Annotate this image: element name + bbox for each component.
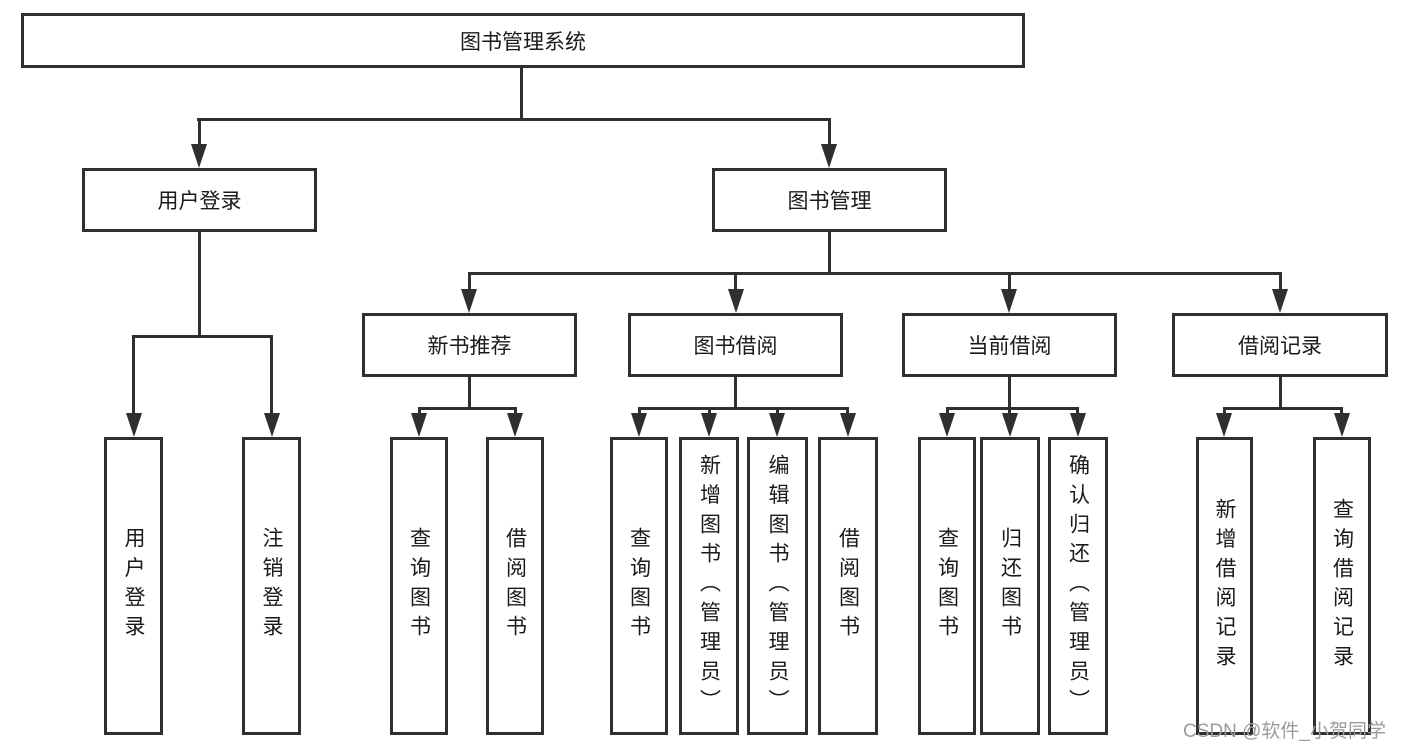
leaf-confirm-return-admin: 确认归还（管理员） <box>1048 437 1108 735</box>
node-book-borrowing-label: 图书借阅 <box>693 335 778 358</box>
connector-drop <box>1076 407 1079 417</box>
leaf-label: 查询图书 <box>407 527 431 645</box>
arrowhead <box>769 413 785 437</box>
leaf-borrow-books: 借阅图书 <box>818 437 878 735</box>
leaf-logout: 注销登录 <box>242 437 301 735</box>
connector-branch <box>638 407 849 410</box>
leaf-user-login: 用户登录 <box>104 437 163 735</box>
leaf-label: 查询图书 <box>935 527 959 645</box>
node-current-borrowing-label: 当前借阅 <box>967 335 1052 358</box>
leaf-query-borrow-record: 查询借阅记录 <box>1313 437 1371 735</box>
leaf-label: 用户登录 <box>122 527 145 645</box>
connector-stem <box>468 377 471 407</box>
leaf-label: 借阅图书 <box>503 527 527 645</box>
arrowhead <box>1002 413 1018 437</box>
connector-drop <box>776 407 779 417</box>
leaf-return-books: 归还图书 <box>980 437 1040 735</box>
connector-drop <box>846 407 849 417</box>
connector-branch <box>468 272 1282 275</box>
leaf-query-books-current: 查询图书 <box>918 437 976 735</box>
leaf-label: 注销登录 <box>260 527 283 645</box>
connector-drop <box>638 407 641 417</box>
arrowhead <box>411 413 427 437</box>
node-book-borrowing: 图书借阅 <box>628 313 843 377</box>
connector-drop <box>514 407 517 417</box>
leaf-label: 新增借阅记录 <box>1213 497 1236 675</box>
csdn-watermark: CSDN @软件_小贺同学 <box>1183 721 1386 742</box>
arrowhead <box>728 289 744 313</box>
node-user-login: 用户登录 <box>82 168 317 232</box>
leaf-label: 归还图书 <box>998 527 1022 645</box>
connector-drop <box>1008 272 1011 292</box>
connector-drop <box>1008 407 1011 417</box>
arrowhead <box>264 413 280 437</box>
arrowhead <box>126 413 142 437</box>
connector-drop <box>270 335 273 415</box>
arrowhead <box>701 413 717 437</box>
connector-drop <box>1340 407 1343 417</box>
leaf-label: 新增图书（管理员） <box>697 453 721 719</box>
arrowhead <box>191 144 207 168</box>
connector-root-stem <box>520 68 523 118</box>
connector-drop <box>1223 407 1226 417</box>
leaf-add-borrow-record: 新增借阅记录 <box>1196 437 1253 735</box>
leaf-edit-books-admin: 编辑图书（管理员） <box>747 437 808 735</box>
connector-drop <box>198 118 201 146</box>
connector-drop <box>734 272 737 292</box>
arrowhead <box>821 144 837 168</box>
arrowhead <box>840 413 856 437</box>
node-user-login-label: 用户登录 <box>157 190 242 213</box>
connector-drop <box>708 407 711 417</box>
leaf-label: 编辑图书（管理员） <box>766 453 789 719</box>
leaf-label: 查询图书 <box>627 527 651 645</box>
connector-stem <box>734 377 737 407</box>
arrowhead <box>1334 413 1350 437</box>
leaf-add-books-admin: 新增图书（管理员） <box>679 437 739 735</box>
connector-drop <box>132 335 135 415</box>
connector-stem <box>1008 377 1011 407</box>
leaf-label: 借阅图书 <box>836 527 860 645</box>
arrowhead <box>1070 413 1086 437</box>
arrowhead <box>507 413 523 437</box>
connector-branch <box>418 407 517 410</box>
node-borrowing-records: 借阅记录 <box>1172 313 1388 377</box>
node-book-management-label: 图书管理 <box>787 190 872 213</box>
arrowhead <box>461 289 477 313</box>
node-root: 图书管理系统 <box>21 13 1025 68</box>
connector-drop <box>828 118 831 146</box>
connector-drop <box>468 272 471 292</box>
connector-branch <box>132 335 273 338</box>
node-current-borrowing: 当前借阅 <box>902 313 1117 377</box>
leaf-query-books-recommend: 查询图书 <box>390 437 448 735</box>
node-root-label: 图书管理系统 <box>460 30 586 54</box>
connector-branch <box>946 407 1079 410</box>
node-new-book-recommendation-label: 新书推荐 <box>427 335 512 358</box>
connector-drop <box>418 407 421 417</box>
arrowhead <box>1001 289 1017 313</box>
connector-root-branch <box>197 118 831 121</box>
connector-drop <box>1279 272 1282 292</box>
leaf-query-books-borrow: 查询图书 <box>610 437 668 735</box>
connector-drop <box>946 407 949 417</box>
node-new-book-recommendation: 新书推荐 <box>362 313 577 377</box>
arrowhead <box>939 413 955 437</box>
arrowhead <box>631 413 647 437</box>
node-borrowing-records-label: 借阅记录 <box>1238 335 1322 358</box>
arrowhead <box>1216 413 1232 437</box>
connector-stem <box>828 232 831 272</box>
leaf-borrow-books-recommend: 借阅图书 <box>486 437 544 735</box>
arrowhead <box>1272 289 1288 313</box>
leaf-label: 确认归还（管理员） <box>1066 453 1090 719</box>
leaf-label: 查询借阅记录 <box>1330 497 1354 675</box>
connector-stem <box>198 232 201 335</box>
connector-branch <box>1223 407 1343 410</box>
node-book-management: 图书管理 <box>712 168 947 232</box>
connector-stem <box>1279 377 1282 407</box>
